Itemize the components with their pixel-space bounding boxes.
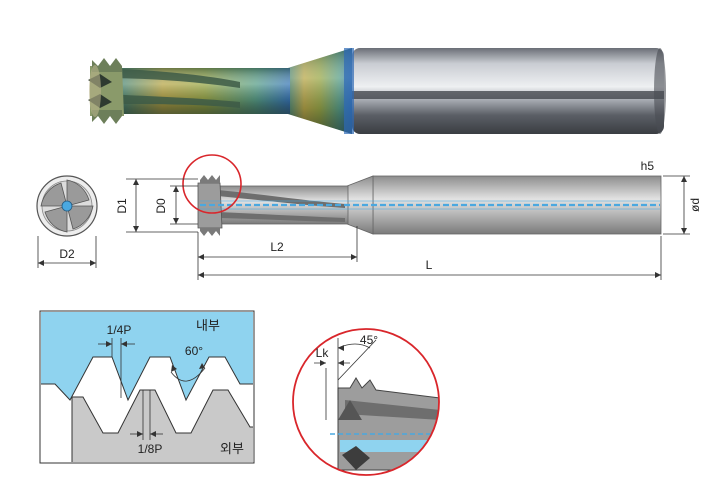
label-external: 외부 bbox=[220, 442, 244, 457]
label-d2: D2 bbox=[59, 247, 75, 261]
external-thread-region bbox=[72, 390, 253, 462]
label-angle60: 60° bbox=[185, 344, 203, 358]
label-l: L bbox=[426, 258, 433, 272]
label-d0: D0 bbox=[154, 198, 168, 214]
tool-render bbox=[88, 48, 666, 134]
end-view: D2 bbox=[36, 175, 98, 268]
side-view: D1 D0 L2 L h5 ød bbox=[115, 154, 702, 280]
internal-thread-region bbox=[41, 312, 253, 400]
label-internal: 내부 bbox=[196, 319, 220, 334]
label-quarter-p: 1/4P bbox=[107, 323, 132, 337]
zoom-detail: Lk 45° bbox=[292, 328, 440, 476]
label-d1: D1 bbox=[115, 198, 129, 214]
label-h5: h5 bbox=[641, 159, 655, 173]
detail-highlight-circle bbox=[182, 154, 242, 214]
zoom-circle-outline bbox=[292, 328, 440, 476]
label-l2: L2 bbox=[270, 240, 284, 254]
label-eighth-p: 1/8P bbox=[138, 442, 163, 456]
thread-profile: 1/4P 60° 내부 1/8P 외부 bbox=[39, 310, 255, 464]
label-lk: Lk bbox=[316, 346, 330, 360]
label-od: ød bbox=[688, 198, 702, 212]
label-angle45: 45° bbox=[360, 333, 378, 347]
